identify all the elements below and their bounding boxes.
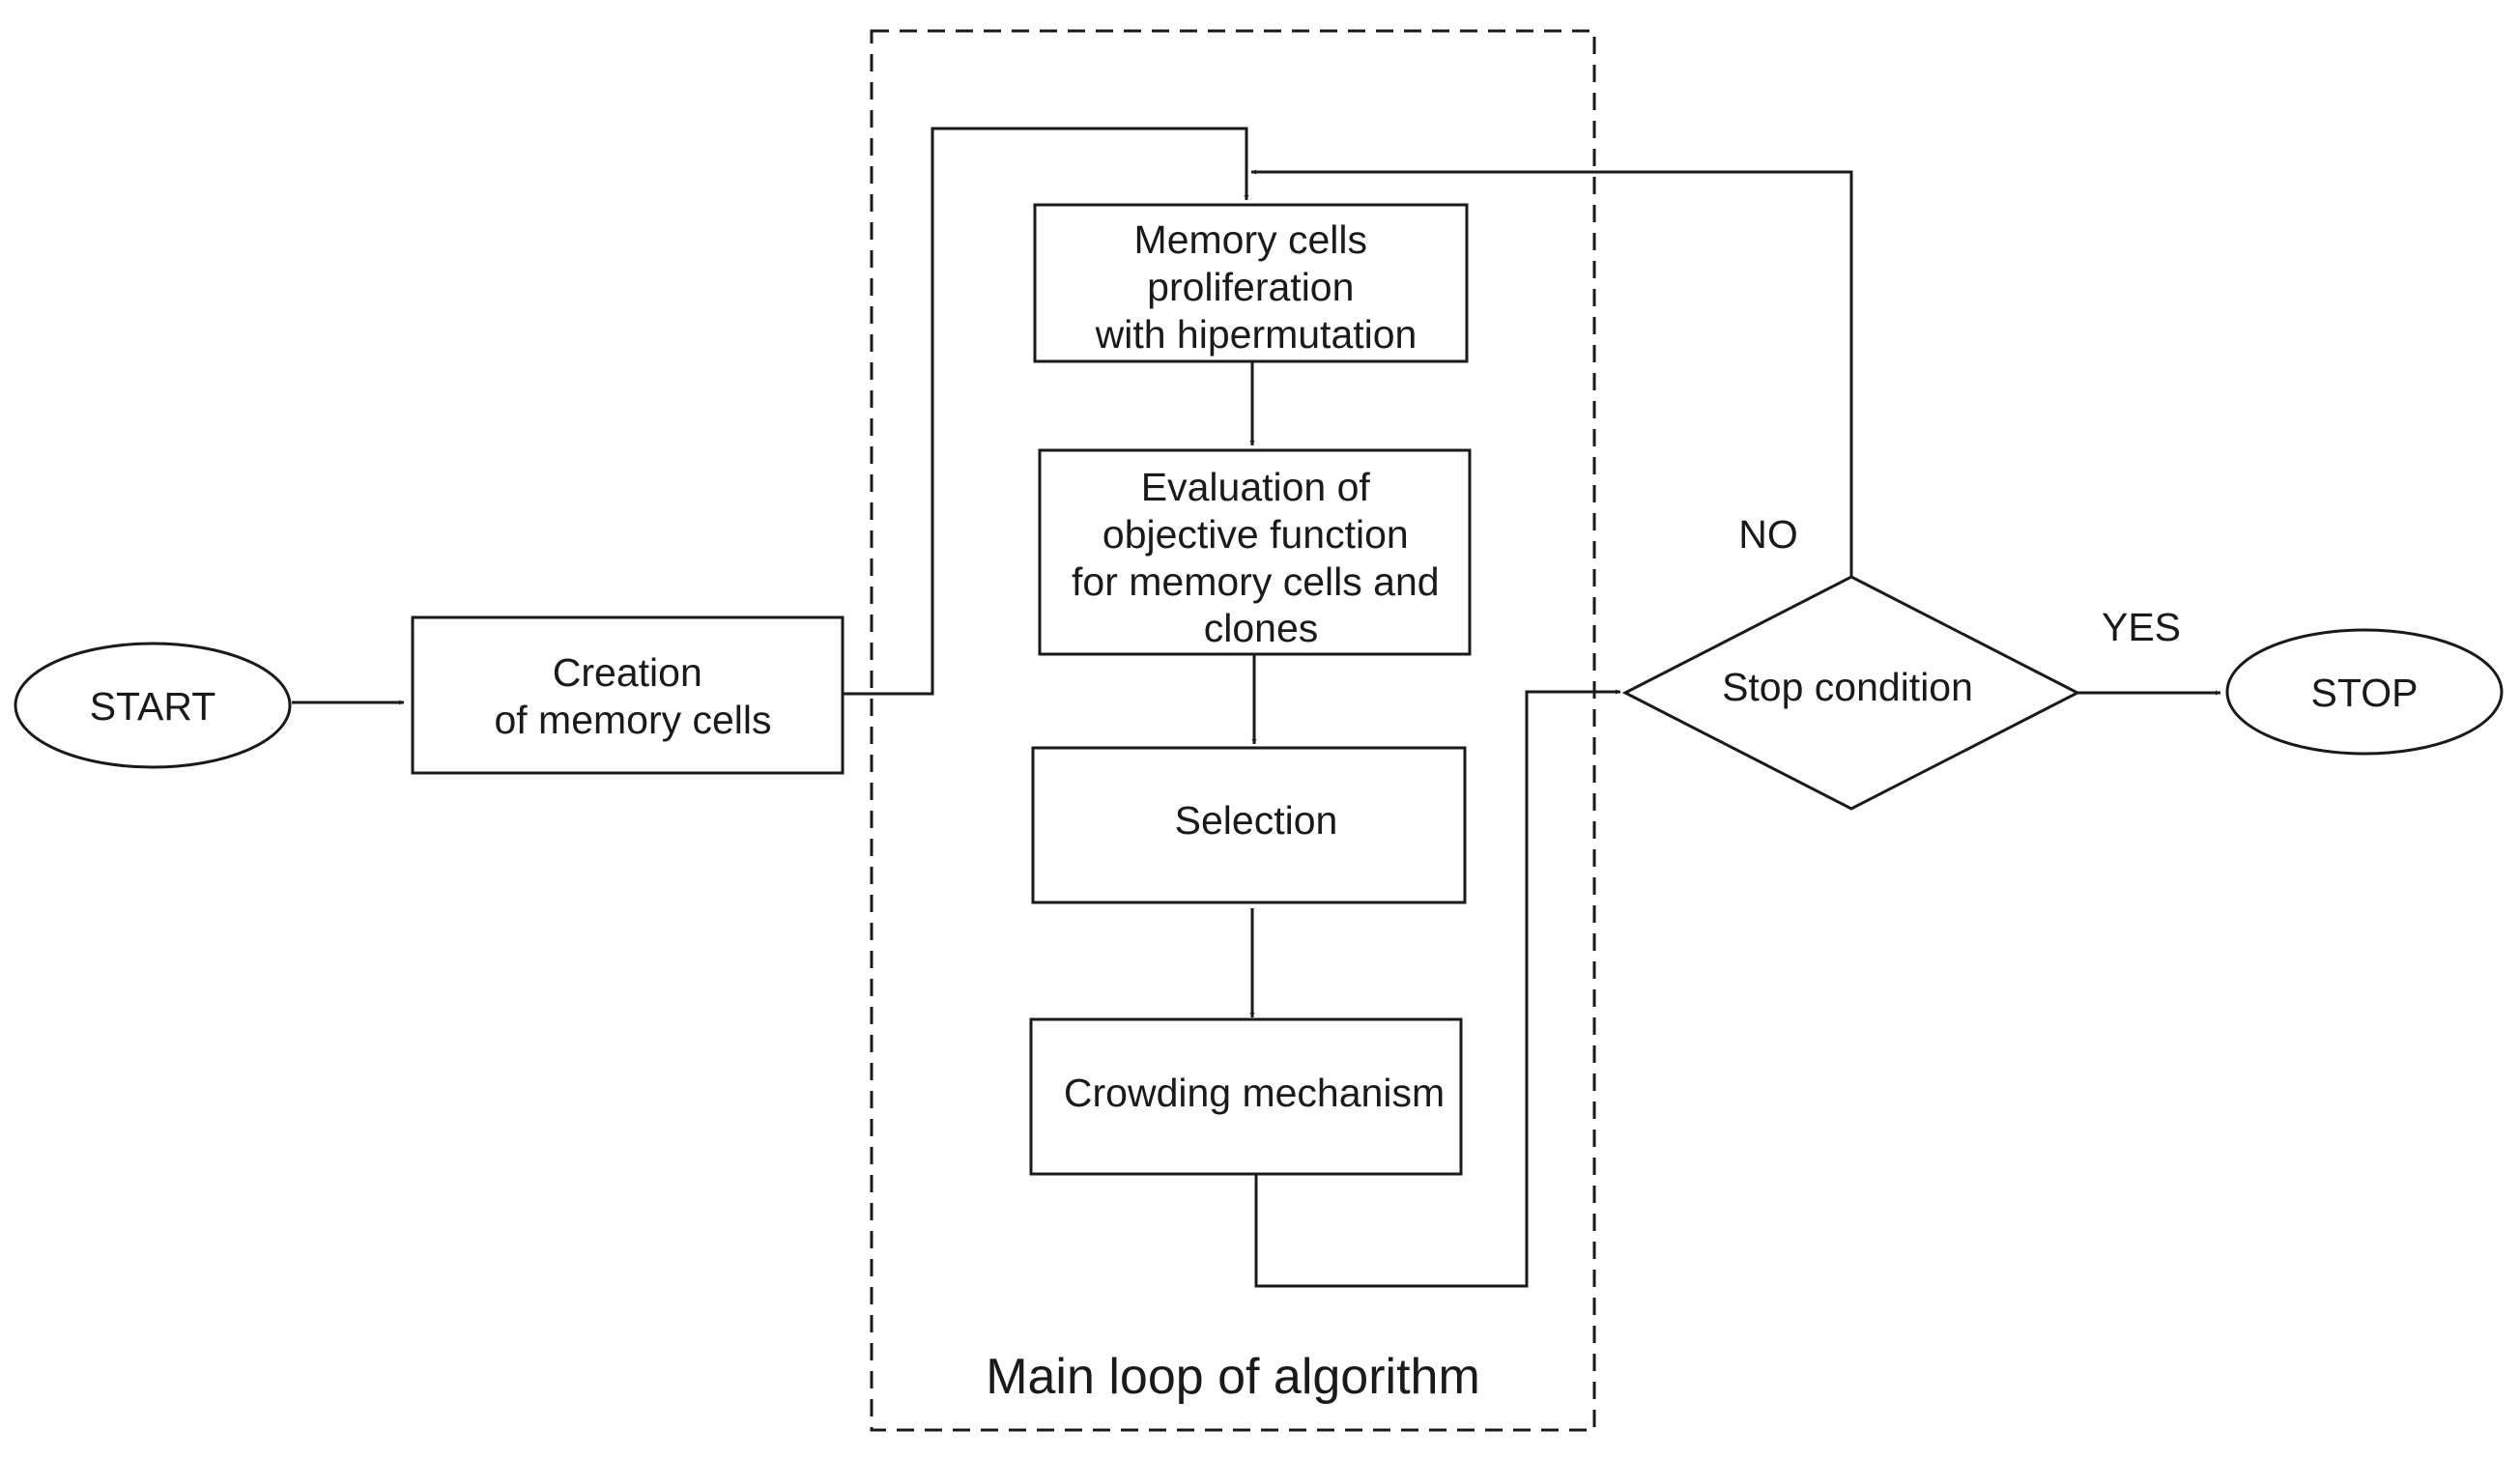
proliferation-line-1: Memory cells [1134, 217, 1367, 262]
proliferation-label: Memory cells proliferation with hipermut… [1095, 217, 1418, 357]
main-loop-frame [870, 29, 1596, 1432]
crowding-box [1029, 1017, 1463, 1176]
start-node: START [14, 642, 292, 769]
arrow-crowding-to-stop-condition [1254, 689, 1620, 1288]
arrow-no-loop-back [1251, 169, 1853, 577]
crowding-node: Crowding mechanism [1029, 1017, 1463, 1176]
main-loop-caption: Main loop of algorithm [986, 1349, 1480, 1405]
creation-box [411, 615, 845, 775]
arrow-creation-to-proliferation [844, 127, 1249, 696]
selection-label: Selection [1175, 798, 1338, 843]
stop-condition-node: Stop condition [1621, 575, 2081, 811]
start-ellipse [14, 642, 292, 769]
proliferation-box [1033, 203, 1469, 363]
crowding-label: Crowding mechanism [1064, 1071, 1445, 1115]
evaluation-line-3: for memory cells and [1072, 559, 1440, 604]
stop-condition-label: Stop condition [1722, 665, 1973, 709]
evaluation-line-2: objective function [1102, 512, 1409, 557]
proliferation-line-2: proliferation [1147, 265, 1354, 309]
proliferation-node: Memory cells proliferation with hipermut… [1033, 203, 1469, 363]
evaluation-node: Evaluation of objective function for mem… [1038, 448, 1472, 656]
creation-line-1: Creation [553, 650, 702, 695]
stop-label: STOP [2311, 671, 2419, 715]
stop-condition-diamond [1621, 575, 2081, 811]
stop-ellipse [2225, 628, 2504, 756]
evaluation-line-4: clones [1204, 606, 1319, 650]
yes-branch-label: YES [2102, 605, 2181, 649]
evaluation-box [1038, 448, 1472, 656]
selection-box [1031, 746, 1467, 904]
creation-node: Creation of memory cells [411, 615, 845, 775]
start-label: START [90, 684, 216, 729]
evaluation-line-1: Evaluation of [1141, 465, 1371, 509]
evaluation-label: Evaluation of objective function for mem… [1072, 465, 1450, 650]
selection-node: Selection [1031, 746, 1467, 904]
no-branch-label: NO [1738, 512, 1798, 557]
creation-label: Creation of memory cells [494, 650, 771, 742]
stop-node: STOP [2225, 628, 2504, 756]
proliferation-line-3: with hipermutation [1095, 312, 1418, 357]
creation-line-2: of memory cells [494, 698, 771, 742]
